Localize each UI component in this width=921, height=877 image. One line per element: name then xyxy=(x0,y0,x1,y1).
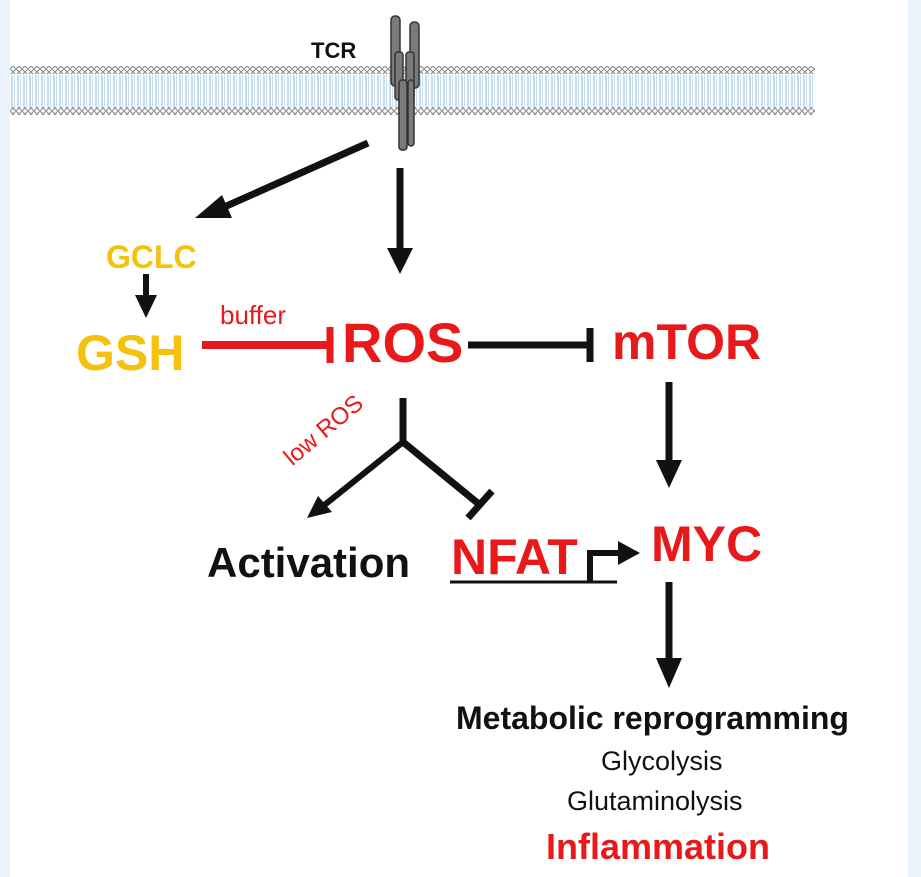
tcr-label: TCR xyxy=(311,38,357,63)
nfat-label: NFAT xyxy=(451,529,578,585)
inhibit-ros-mtor xyxy=(468,328,594,362)
inflammation-label: Inflammation xyxy=(546,826,771,867)
diagram-canvas: TCR GCLC GSH buffer ROS mTOR low ROS Act… xyxy=(10,0,908,877)
buffer-label: buffer xyxy=(220,300,287,330)
glutaminolysis-label: Glutaminolysis xyxy=(567,786,743,816)
gclc-label: GCLC xyxy=(106,239,197,275)
promoter-arrow-nfat-myc xyxy=(450,541,640,584)
glycolysis-label: Glycolysis xyxy=(601,746,723,776)
ros-branch xyxy=(307,398,495,521)
arrow-gclc-to-gsh xyxy=(135,274,157,318)
activation-label: Activation xyxy=(207,539,411,586)
myc-label: MYC xyxy=(651,516,763,572)
pathway-diagram xyxy=(10,15,815,688)
arrow-tcr-to-gclc xyxy=(195,139,370,218)
arrow-myc-to-metabolism xyxy=(656,582,682,688)
mtor-label: mTOR xyxy=(612,314,762,370)
ros-label: ROS xyxy=(342,311,464,374)
tcr-receptor-icon xyxy=(390,15,420,151)
arrow-tcr-to-ros xyxy=(387,168,413,274)
inhibit-gsh-ros xyxy=(202,327,334,363)
gsh-label: GSH xyxy=(76,325,185,381)
metabolic-reprogramming-label: Metabolic reprogramming xyxy=(456,700,849,736)
arrow-mtor-to-myc xyxy=(656,382,682,488)
